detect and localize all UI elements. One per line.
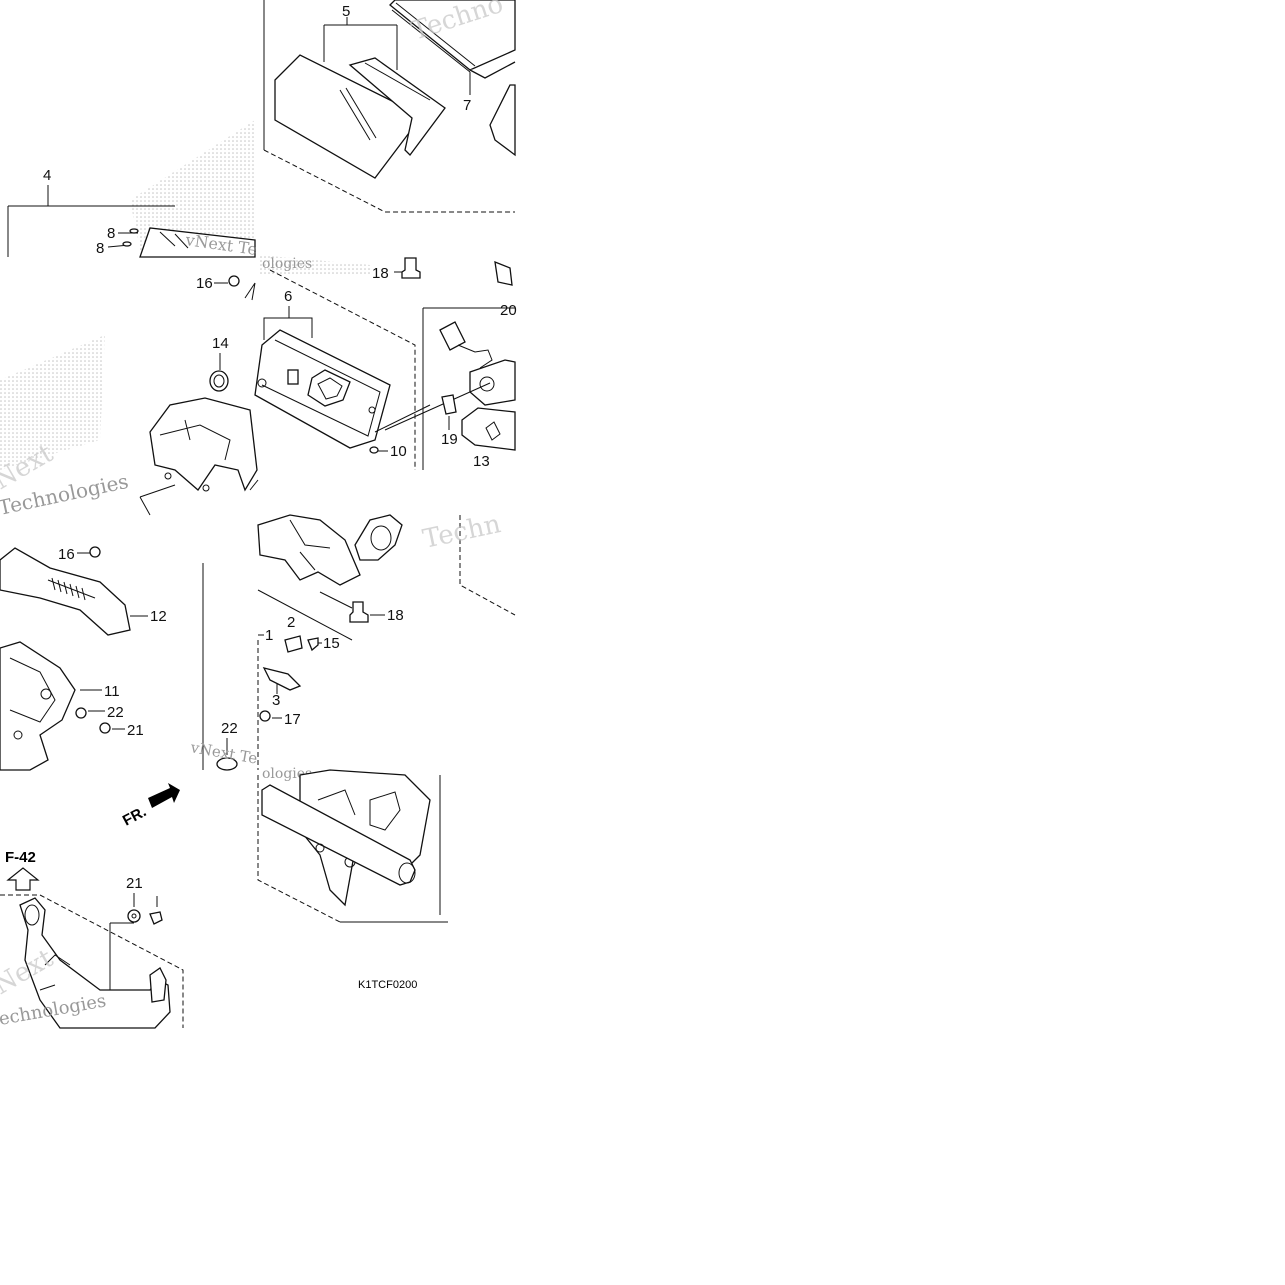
tile-top-right	[515, 0, 1285, 1285]
diagram-code: K1TCF0200	[358, 979, 417, 991]
direction-arrow-group: FR.	[120, 783, 180, 830]
callout-13: 13	[473, 453, 490, 470]
shading-left-2	[0, 335, 105, 470]
watermark-3: ologies	[262, 256, 312, 272]
callout-9: 22	[221, 720, 238, 737]
callout-18-lower: 18	[387, 607, 404, 624]
callout-2: 2	[287, 614, 295, 631]
callout-6: 6	[284, 288, 292, 305]
callout-3: 3	[272, 692, 280, 709]
callout-22-upper: 22	[107, 704, 124, 721]
callout-11: 11	[104, 683, 120, 700]
shading-left-1	[130, 120, 255, 250]
watermark-6: Techn	[420, 509, 504, 555]
shading-mid	[258, 255, 370, 275]
callout-4: 4	[43, 167, 51, 184]
front-direction-label: FR.	[120, 803, 149, 829]
lower-frame-assembly	[257, 769, 448, 923]
callout-18-upper: 18	[372, 265, 389, 282]
lower-left-assembly: 16 12 11 22 21 22 vNext	[0, 546, 259, 771]
front-arrow-icon	[148, 783, 180, 808]
reference-group: F-42	[5, 849, 40, 891]
lower-middle-assembly: 18 Techn 1 2 15 3 17 ologies	[257, 509, 516, 782]
callout-16-upper: 16	[196, 275, 213, 292]
reference-label: F-42	[5, 849, 36, 866]
callout-22-lower: 21	[126, 875, 143, 892]
callout-8-upper: 8	[107, 225, 115, 242]
callout-7: 7	[463, 97, 471, 114]
callout-20: 20	[500, 302, 517, 319]
handle-assembly: 21 Next echnologies	[0, 875, 184, 1030]
callout-21-upper: 21	[127, 722, 144, 739]
top-assembly: 5 7 Techno	[263, 0, 516, 213]
callout-8-lower: 8	[96, 240, 104, 257]
callout-16-lower: 16	[58, 546, 75, 563]
middle-assembly: ologies 18 20 16 6 10	[0, 256, 517, 520]
callout-10: 14	[212, 335, 229, 352]
callout-14: 10	[390, 443, 407, 460]
callout-17: 17	[284, 711, 301, 728]
up-arrow-icon	[6, 867, 40, 891]
callout-1: 1	[265, 627, 273, 644]
callout-19: 19	[441, 431, 458, 448]
callout-5: 5	[342, 3, 350, 20]
callout-15: 15	[323, 635, 340, 652]
callout-12: 12	[150, 608, 167, 625]
